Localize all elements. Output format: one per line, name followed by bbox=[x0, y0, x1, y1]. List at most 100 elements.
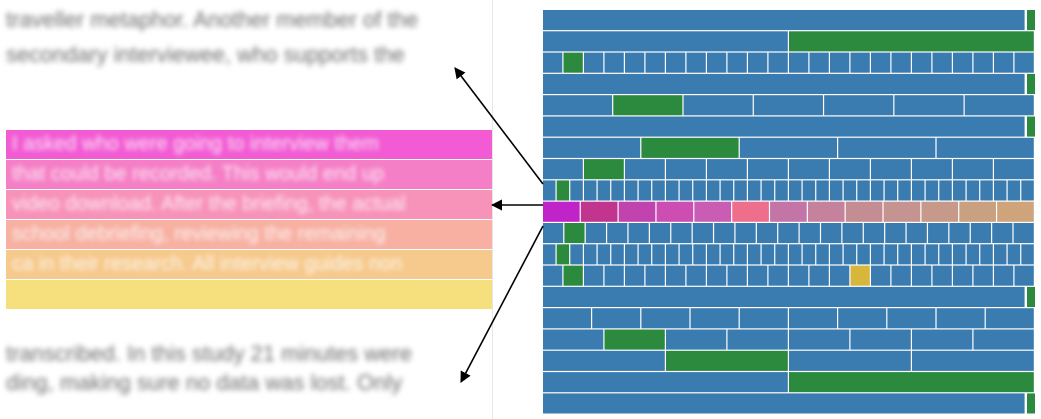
timeline-cell[interactable] bbox=[563, 265, 583, 286]
timeline-cell[interactable] bbox=[843, 180, 857, 201]
timeline-cell[interactable] bbox=[770, 201, 807, 222]
timeline-cell[interactable] bbox=[543, 159, 583, 180]
timeline-cell[interactable] bbox=[656, 201, 694, 222]
timeline-cell[interactable] bbox=[707, 52, 727, 73]
timeline-cell[interactable] bbox=[973, 329, 1034, 350]
timeline-cell[interactable] bbox=[816, 180, 829, 201]
timeline-cell[interactable] bbox=[789, 350, 911, 371]
timeline-cell[interactable] bbox=[809, 52, 829, 73]
timeline-cell[interactable] bbox=[912, 159, 952, 180]
timeline-cell[interactable] bbox=[775, 244, 788, 265]
timeline-cell[interactable] bbox=[912, 244, 925, 265]
timeline-cell[interactable] bbox=[641, 308, 690, 329]
timeline-cell[interactable] bbox=[748, 52, 768, 73]
timeline-cell[interactable] bbox=[638, 244, 652, 265]
timeline-cell[interactable] bbox=[543, 244, 556, 265]
timeline-cell[interactable] bbox=[953, 244, 966, 265]
highlight-band[interactable]: school debriefing, reviewing the remaini… bbox=[6, 220, 492, 249]
timeline-cell[interactable] bbox=[543, 10, 1025, 31]
timeline-cell[interactable] bbox=[1027, 10, 1035, 31]
timeline-cell[interactable] bbox=[850, 265, 870, 286]
timeline-cell[interactable] bbox=[686, 52, 706, 73]
timeline-cell[interactable] bbox=[543, 137, 641, 158]
timeline-cell[interactable] bbox=[973, 52, 993, 73]
timeline-cell[interactable] bbox=[980, 180, 993, 201]
timeline-cell[interactable] bbox=[666, 265, 686, 286]
timeline-cell[interactable] bbox=[1007, 244, 1021, 265]
timeline-cell[interactable] bbox=[802, 244, 816, 265]
timeline-cell[interactable] bbox=[953, 52, 973, 73]
timeline-cell[interactable] bbox=[625, 159, 665, 180]
timeline-cell[interactable] bbox=[928, 223, 949, 244]
timeline-cell[interactable] bbox=[641, 137, 739, 158]
timeline-cell[interactable] bbox=[543, 95, 613, 116]
timeline-cell[interactable] bbox=[748, 244, 761, 265]
timeline-cell[interactable] bbox=[1021, 244, 1034, 265]
timeline-cell[interactable] bbox=[906, 223, 927, 244]
timeline-cell[interactable] bbox=[739, 308, 788, 329]
timeline-cell[interactable] bbox=[789, 180, 802, 201]
timeline-cell[interactable] bbox=[543, 372, 788, 393]
timeline-cell[interactable] bbox=[850, 52, 870, 73]
timeline-cell[interactable] bbox=[584, 265, 604, 286]
timeline-cell[interactable] bbox=[1021, 180, 1034, 201]
timeline-cell[interactable] bbox=[652, 244, 665, 265]
timeline-cell[interactable] bbox=[645, 265, 665, 286]
timeline-cell[interactable] bbox=[666, 350, 788, 371]
timeline-cell[interactable] bbox=[748, 180, 761, 201]
timeline-cell[interactable] bbox=[789, 308, 837, 329]
timeline-cell[interactable] bbox=[959, 201, 996, 222]
timeline-cell[interactable] bbox=[597, 244, 611, 265]
timeline-cell[interactable] bbox=[966, 180, 980, 201]
timeline-cell[interactable] bbox=[898, 180, 911, 201]
timeline-cell[interactable] bbox=[936, 308, 985, 329]
timeline-cell[interactable] bbox=[775, 180, 788, 201]
timeline-cell[interactable] bbox=[838, 137, 936, 158]
timeline-cell[interactable] bbox=[838, 308, 887, 329]
timeline-cell[interactable] bbox=[894, 95, 964, 116]
timeline-cell[interactable] bbox=[618, 201, 656, 222]
timeline-cell[interactable] bbox=[584, 244, 597, 265]
timeline-cell[interactable] bbox=[734, 244, 747, 265]
timeline-cell[interactable] bbox=[597, 180, 611, 201]
timeline-cell[interactable] bbox=[607, 223, 628, 244]
timeline-cell[interactable] bbox=[863, 223, 885, 244]
timeline-cell[interactable] bbox=[666, 180, 679, 201]
timeline-cell[interactable] bbox=[563, 52, 583, 73]
timeline-cell[interactable] bbox=[1007, 180, 1021, 201]
timeline-cell[interactable] bbox=[707, 265, 727, 286]
timeline-cell[interactable] bbox=[693, 244, 706, 265]
timeline-cell[interactable] bbox=[649, 223, 671, 244]
timeline-cell[interactable] bbox=[843, 244, 857, 265]
timeline-cell[interactable] bbox=[613, 95, 683, 116]
timeline-cell[interactable] bbox=[739, 137, 837, 158]
timeline-cell[interactable] bbox=[543, 286, 1025, 307]
highlight-band[interactable] bbox=[6, 280, 492, 309]
timeline-cell[interactable] bbox=[625, 265, 645, 286]
timeline-cell[interactable] bbox=[694, 201, 732, 222]
timeline-cell[interactable] bbox=[830, 180, 843, 201]
timeline-cell[interactable] bbox=[789, 265, 809, 286]
timeline-cell[interactable] bbox=[842, 223, 863, 244]
timeline-cell[interactable] bbox=[556, 180, 570, 201]
timeline-cell[interactable] bbox=[953, 159, 993, 180]
timeline-cell[interactable] bbox=[992, 223, 1013, 244]
timeline-cell[interactable] bbox=[693, 180, 706, 201]
timeline-cell[interactable] bbox=[543, 265, 563, 286]
timeline-cell[interactable] bbox=[756, 223, 778, 244]
timeline-cell[interactable] bbox=[768, 52, 788, 73]
timeline-cell[interactable] bbox=[932, 52, 952, 73]
timeline-cell[interactable] bbox=[778, 223, 799, 244]
timeline-cell[interactable] bbox=[543, 31, 788, 52]
timeline-cell[interactable] bbox=[953, 180, 966, 201]
timeline-cell[interactable] bbox=[912, 180, 925, 201]
timeline-cell[interactable] bbox=[871, 180, 884, 201]
timeline-cell[interactable] bbox=[570, 180, 583, 201]
timeline-cell[interactable] bbox=[679, 180, 693, 201]
timeline-cell[interactable] bbox=[970, 223, 992, 244]
timeline-cell[interactable] bbox=[692, 223, 713, 244]
timeline-cell[interactable] bbox=[611, 180, 624, 201]
timeline-cell[interactable] bbox=[884, 180, 898, 201]
timeline-cell[interactable] bbox=[690, 308, 739, 329]
timeline-cell[interactable] bbox=[666, 329, 727, 350]
